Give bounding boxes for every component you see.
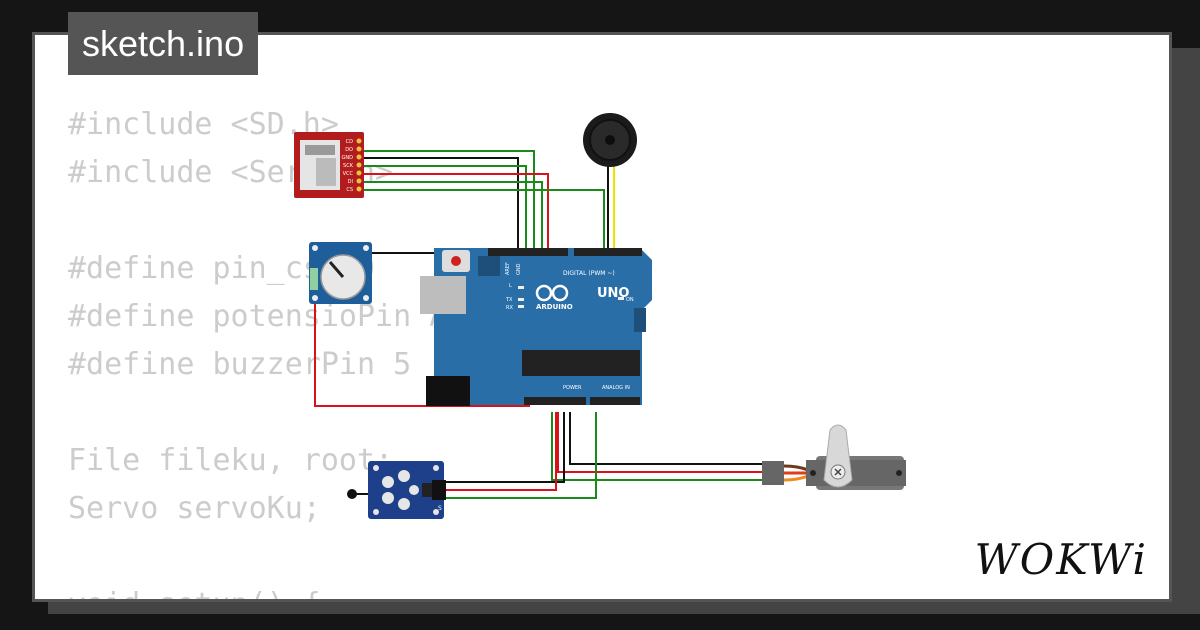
digital-label: DIGITAL (PWM ~) [563, 270, 615, 277]
power-jack [426, 376, 470, 406]
atmega-chip [522, 350, 640, 376]
wire-sensor-gnd [446, 412, 565, 483]
rx-label: RX [506, 305, 513, 311]
wire-servo-signal [551, 412, 764, 481]
l-led-label: L [509, 283, 512, 289]
power-header [524, 397, 586, 405]
usb-port [420, 276, 466, 314]
aref-label: AREF [505, 262, 511, 275]
wire-servo-vcc [557, 412, 764, 473]
analog-header [590, 397, 640, 405]
sd-pin-label: DI [348, 179, 353, 185]
wokwi-logo: WOKWi [974, 535, 1148, 584]
wire-sd-gnd [362, 150, 535, 254]
on-label: ON [626, 297, 634, 303]
code-line: #define buzzerPin 5 [68, 347, 412, 382]
buzzer[interactable] [583, 113, 637, 167]
code-line: Servo servoKu; [68, 491, 321, 526]
sd-pin-label: VCC [343, 171, 354, 177]
arduino-logo [535, 284, 569, 302]
wire-sensor-vcc [446, 412, 557, 491]
board-name: UNO [597, 286, 630, 301]
code-line: void setup() { [68, 587, 321, 599]
servo-connector [762, 461, 784, 485]
sensor-module[interactable]: S [347, 461, 446, 519]
tx-label: TX [505, 297, 513, 303]
file-tab[interactable]: sketch.ino [68, 12, 259, 75]
sd-card-module[interactable]: CD DO GND SCK VCC DI CS [294, 132, 364, 198]
sd-pin-label: CS [346, 187, 353, 193]
digital-header-1 [488, 248, 568, 256]
sensor-pin-label: S [438, 505, 442, 512]
sd-pin-label: CD [346, 139, 353, 145]
sd-pin-label: GND [342, 155, 354, 161]
wire-sd-sck [362, 165, 527, 254]
wire-servo-gnd [569, 412, 764, 465]
code-line: File fileku, root; [68, 443, 394, 478]
potentiometer[interactable] [309, 242, 372, 304]
code-line: #define potensioPin A0 [68, 299, 466, 334]
sd-pin-label: DO [345, 147, 353, 153]
servo-motor[interactable] [762, 424, 906, 490]
wire-sensor-signal [446, 412, 597, 499]
sd-pins [356, 138, 362, 192]
wire-sd-vcc [362, 173, 549, 254]
wire-sd-di [362, 181, 543, 254]
wire-sd-cs [362, 189, 605, 254]
digital-header-2 [574, 248, 642, 256]
sd-pin-label: SCK [343, 163, 354, 169]
arduino-uno-board[interactable]: AREF GND DIGITAL (PWM ~) UNO ARDUINO L T… [420, 248, 652, 406]
wire-sd-do [362, 157, 519, 254]
analog-label: ANALOG IN [602, 385, 630, 391]
board-brand: ARDUINO [536, 303, 573, 311]
gnd-label: GND [516, 263, 522, 275]
power-label: POWER [563, 385, 582, 391]
